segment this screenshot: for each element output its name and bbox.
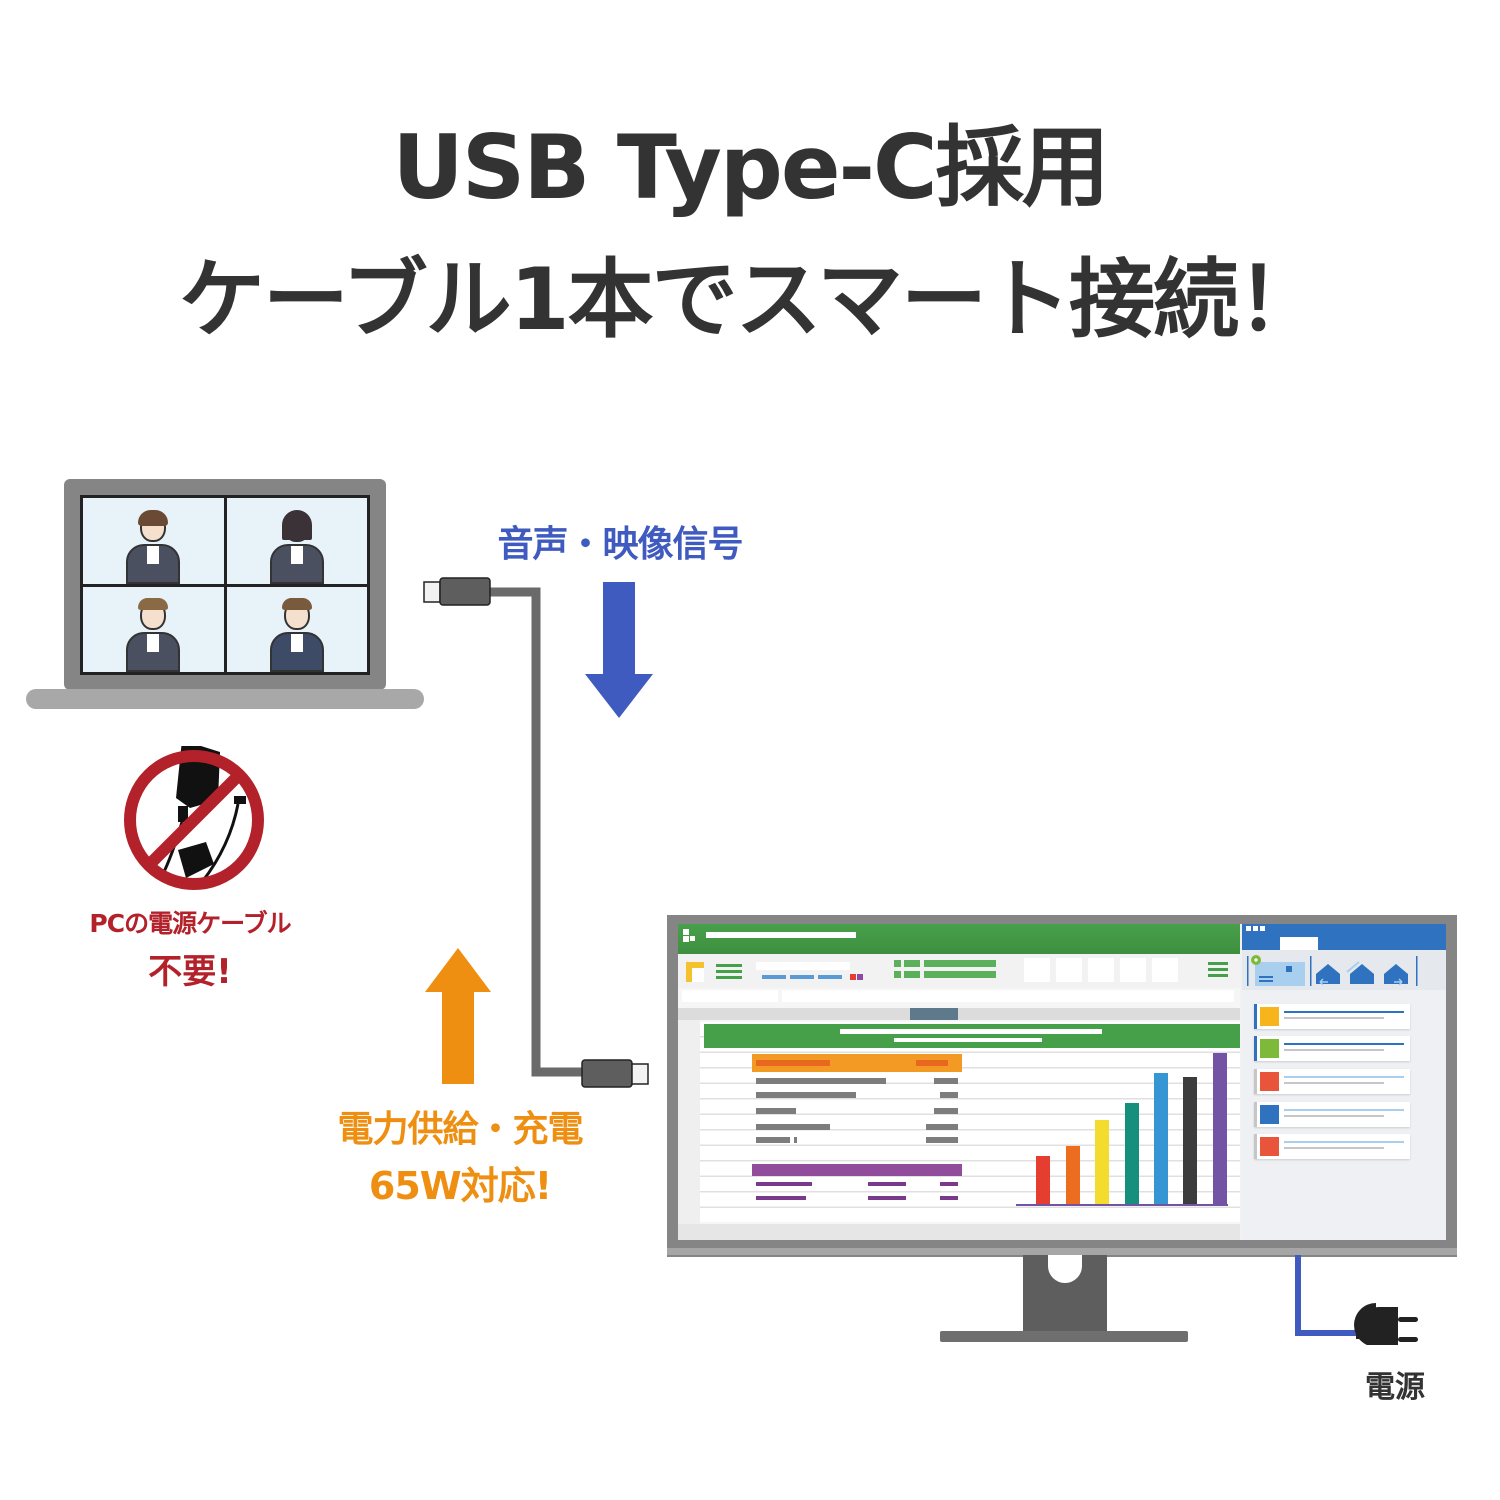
arrow-down-icon: [585, 582, 653, 718]
chart-bar-7: [1213, 1053, 1227, 1204]
user-avatar-icon: [1260, 1039, 1279, 1058]
user-avatar-icon: [1260, 1105, 1279, 1124]
contact-item[interactable]: [1254, 1004, 1410, 1029]
no-ac-adapter-icon: [124, 746, 264, 890]
chart-bar-1: [1036, 1156, 1050, 1204]
av-signal-label: 音声・映像信号: [497, 524, 743, 565]
user-avatar-icon: [1260, 1137, 1279, 1156]
chart-bar-4: [1125, 1103, 1139, 1204]
video-tile-3: [83, 586, 224, 672]
monitor-stand-hole: [1048, 1255, 1082, 1283]
laptop-screen: [80, 495, 370, 675]
chart-bar-3: [1095, 1120, 1109, 1204]
mail-toolbar: [1242, 950, 1446, 990]
row-headers: [678, 1020, 700, 1224]
power-delivery-wattage: 65W対応!: [368, 1164, 552, 1208]
chart-bar-6: [1183, 1077, 1197, 1204]
formula-bar: [682, 990, 1234, 1002]
contact-item[interactable]: [1254, 1134, 1410, 1159]
power-source-label: 電源: [1365, 1370, 1425, 1405]
headline-line-2: ケーブル1本でスマート接続！: [178, 250, 1323, 350]
chart-baseline: [1016, 1204, 1228, 1206]
arrow-up-icon: [425, 948, 491, 1084]
user-avatar-icon: [1260, 1072, 1279, 1091]
sheet-grid: [700, 1022, 1240, 1222]
contact-item[interactable]: [1254, 1036, 1410, 1061]
participant-icon: [262, 598, 332, 672]
usb-c-cable: [423, 577, 649, 1088]
spreadsheet-window: [678, 924, 1240, 1240]
no-power-cable-label: PCの電源ケーブル: [89, 909, 291, 938]
chart-bar-2: [1066, 1146, 1080, 1204]
spreadsheet-titlebar: [678, 924, 1240, 954]
mail-window: [1242, 924, 1446, 1240]
participant-icon: [262, 509, 332, 584]
contact-item[interactable]: [1254, 1102, 1410, 1127]
monitor-bezel-bottom: [667, 1248, 1457, 1255]
no-power-cable-unneeded: 不要!: [148, 952, 232, 992]
mail-titlebar: [1242, 924, 1446, 950]
monitor-screen: [678, 924, 1446, 1240]
participant-icon: [118, 509, 188, 584]
monitor-stand-base: [940, 1331, 1188, 1342]
user-avatar-icon: [1260, 1007, 1279, 1026]
video-tile-4: [226, 586, 367, 672]
mail-actions-icons: [1247, 955, 1418, 986]
contact-item[interactable]: [1254, 1069, 1410, 1094]
spreadsheet-statusbar: [678, 1224, 1240, 1240]
chart-bar-5: [1154, 1073, 1168, 1204]
video-tile-2: [226, 498, 367, 584]
participant-icon: [118, 598, 188, 672]
video-tile-1: [83, 498, 224, 584]
power-delivery-label: 電力供給・充電: [337, 1109, 583, 1150]
column-headers: [678, 1008, 1240, 1020]
spreadsheet-ribbon: [678, 954, 1240, 988]
laptop-base: [26, 689, 424, 709]
power-plug-icon: [1295, 1255, 1418, 1345]
headline-line-1: USB Type-C採用: [392, 116, 1109, 219]
